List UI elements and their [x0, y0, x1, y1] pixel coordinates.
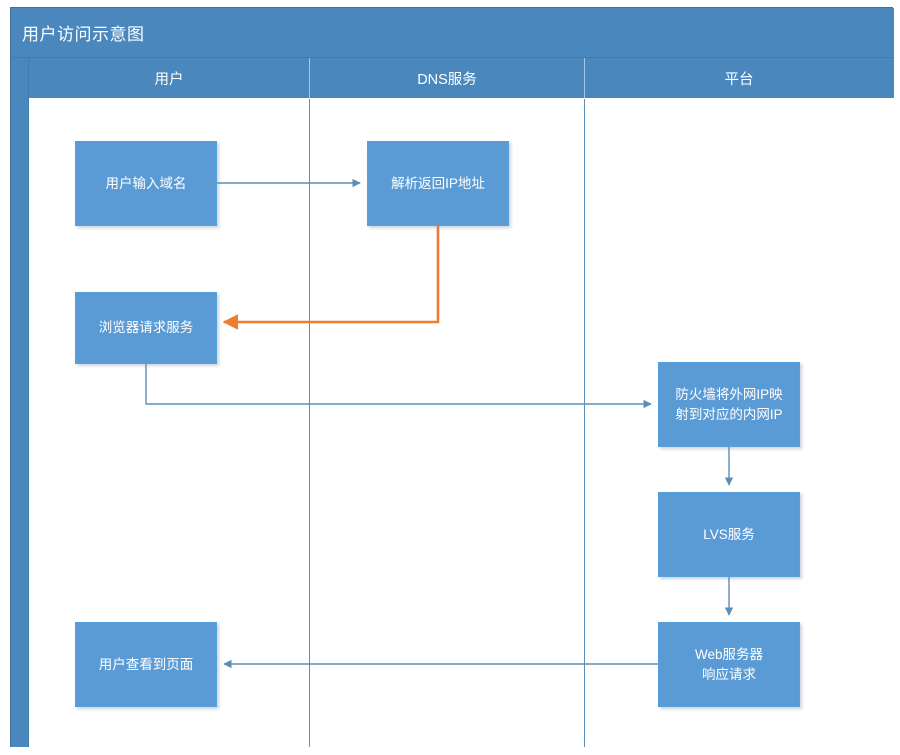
node-firewall-nat[interactable]: 防火墙将外网IP映 射到对应的内网IP: [658, 362, 800, 447]
lane-header-platform-label: 平台: [724, 71, 754, 88]
node-user-input-domain[interactable]: 用户输入域名: [75, 141, 217, 226]
lane-divider-user-dns: [309, 99, 310, 747]
lane-header-user: 用户: [29, 58, 309, 98]
diagram-title-bar: 用户访问示意图: [11, 8, 894, 58]
node-user-view-page[interactable]: 用户查看到页面: [75, 622, 217, 707]
lane-divider-dns-platform: [584, 99, 585, 747]
lane-header-row: 用户 DNS服务 平台: [29, 58, 894, 99]
node-browser-request[interactable]: 浏览器请求服务: [75, 292, 217, 364]
node-lvs-service-label: LVS服务: [703, 526, 755, 542]
lane-header-dns: DNS服务: [309, 58, 584, 98]
node-user-input-domain-label: 用户输入域名: [105, 175, 187, 191]
node-user-view-page-label: 用户查看到页面: [98, 656, 194, 672]
node-dns-resolve-label: 解析返回IP地址: [391, 175, 485, 191]
node-lvs-service[interactable]: LVS服务: [658, 492, 800, 577]
lane-header-platform: 平台: [584, 58, 893, 98]
node-web-response-label: Web服务器 响应请求: [694, 646, 763, 682]
pool-side-strip: [11, 58, 29, 747]
node-firewall-nat-label: 防火墙将外网IP映 射到对应的内网IP: [675, 386, 783, 422]
diagram-title: 用户访问示意图: [22, 25, 145, 44]
lane-header-dns-label: DNS服务: [417, 71, 477, 88]
node-dns-resolve[interactable]: 解析返回IP地址: [367, 141, 509, 226]
node-web-response[interactable]: Web服务器 响应请求: [658, 622, 800, 707]
lane-header-user-label: 用户: [154, 71, 184, 88]
node-browser-request-label: 浏览器请求服务: [98, 320, 194, 336]
